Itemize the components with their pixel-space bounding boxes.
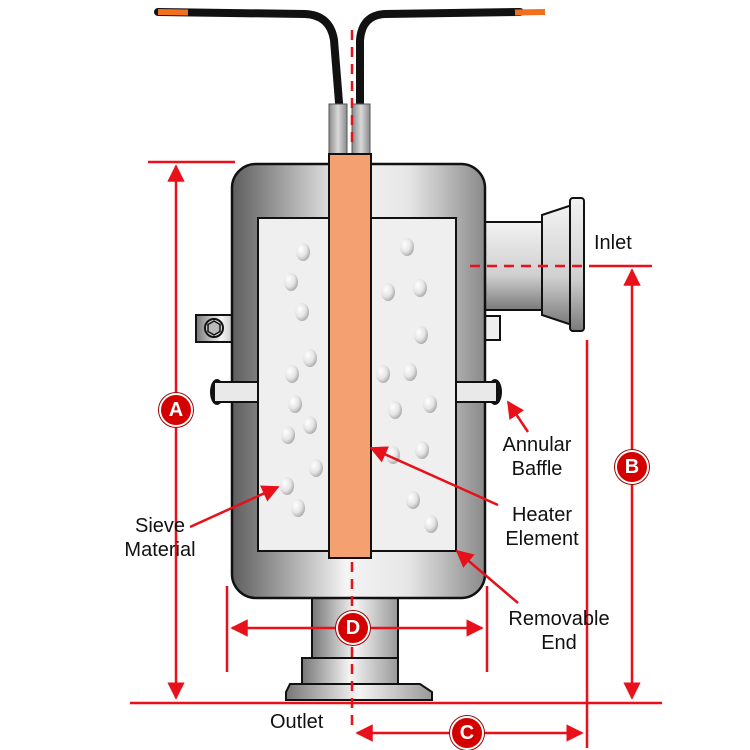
heater-element-line-1: Heater (511, 504, 573, 526)
leader-removable-end (455, 549, 519, 604)
heater-element (328, 153, 372, 559)
dimension-d-badge: D (336, 611, 370, 645)
leader-heater-element (369, 446, 499, 507)
dimension-c-badge: C (450, 716, 484, 750)
leader-arrows (189, 400, 530, 604)
sieve-material-line-2: Material (124, 539, 196, 561)
wire-sleeve-left (328, 103, 348, 155)
wire-sleeve-right (351, 103, 371, 155)
sieve-material-line-1: Sieve (134, 515, 186, 537)
annular-baffle-label: Annular Baffle (492, 433, 582, 481)
sieve-beads (280, 238, 438, 533)
removable-end-line-1: Removable (508, 608, 610, 630)
wire-tip-right (514, 9, 546, 16)
leader-sieve-material (189, 485, 280, 529)
centerlines (350, 30, 590, 725)
wire-tip-left (157, 9, 189, 16)
inlet-label: Inlet (594, 232, 632, 254)
annular-baffle (210, 379, 502, 405)
dimension-a-badge: A (159, 393, 193, 427)
leader-annular-baffle (506, 400, 530, 433)
heater-element-label: Heater Element (497, 503, 587, 551)
sieve-material-label: Sieve Material (110, 514, 210, 562)
heater-element-line-2: Element (505, 528, 579, 550)
inlet-port (481, 197, 585, 332)
heater-wires (154, 8, 546, 119)
removable-end-line-2: End (541, 632, 577, 654)
outlet-label: Outlet (270, 711, 324, 733)
dimension-b-badge: B (615, 450, 649, 484)
annular-baffle-line-1: Annular (502, 434, 572, 456)
annular-baffle-line-2: Baffle (511, 458, 563, 480)
removable-end-label: Removable End (496, 607, 622, 655)
